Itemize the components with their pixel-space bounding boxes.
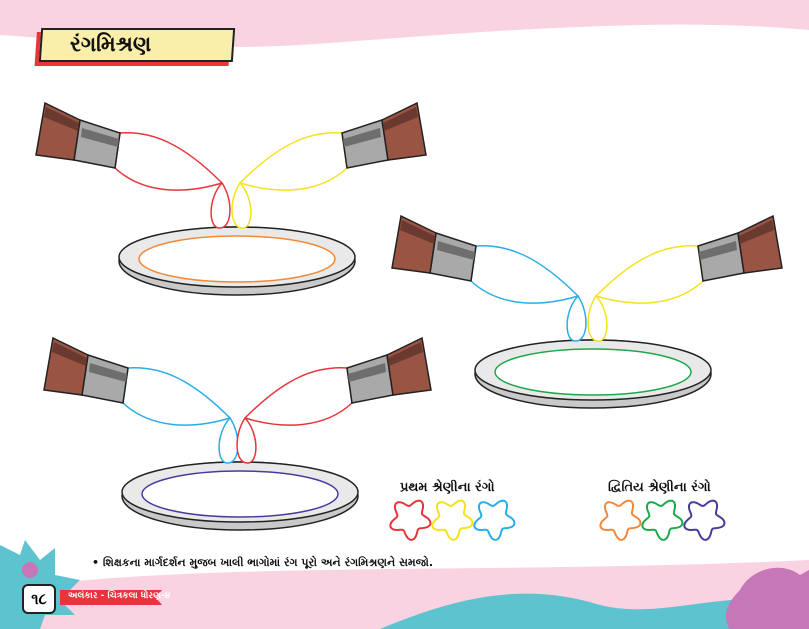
secondary-color-swatch[interactable]: [599, 499, 642, 541]
primary-colors-label: પ્રથમ શ્રેણીના રંગો: [400, 480, 495, 495]
mix-result-area[interactable]: [141, 470, 339, 518]
paint-drop: [587, 294, 608, 342]
paint-tube-right: [231, 101, 427, 229]
purple-splash-right: [725, 567, 809, 629]
plate: [474, 339, 712, 409]
paint-tube-right: [587, 214, 783, 342]
bottom-teal-wave: [380, 593, 809, 629]
page-title: રંગમિશ્રણ: [70, 32, 152, 56]
plate: [121, 461, 359, 531]
tube-cap: [386, 336, 432, 396]
tube-cap: [381, 101, 427, 161]
mix-result-area[interactable]: [138, 235, 336, 283]
paint-drop: [218, 416, 239, 464]
paint-tube-left: [43, 336, 239, 464]
paint-drop: [210, 181, 231, 229]
tube-cap: [737, 214, 783, 274]
mix-scene-3: [43, 336, 432, 531]
paint-tube-left: [391, 214, 587, 342]
tube-cap: [391, 214, 437, 274]
page-number: ૧૮: [22, 584, 56, 614]
mix-result-area[interactable]: [494, 348, 692, 396]
plate: [118, 226, 356, 296]
instruction-text: • શિક્ષકના માર્ગદર્શન મુજબ ખાલી ભાગોમાં …: [92, 556, 434, 569]
tube-cap: [35, 101, 81, 161]
primary-color-swatch[interactable]: [473, 499, 516, 541]
tube-cap: [43, 336, 89, 396]
paint-drop: [236, 416, 257, 464]
paint-tube-left: [35, 101, 231, 229]
paint-dot: [22, 562, 38, 578]
primary-color-swatch[interactable]: [389, 499, 432, 541]
secondary-color-swatch[interactable]: [683, 499, 726, 541]
paint-drop: [566, 294, 587, 342]
paint-drop: [231, 181, 252, 229]
paint-tube-right: [236, 336, 432, 464]
footer-book-title: અલંકાર - ચિત્રકલા ધોરણ-૪: [68, 591, 171, 601]
mix-scene-2: [391, 214, 783, 409]
footer-ribbon: [60, 590, 162, 605]
primary-color-swatch[interactable]: [431, 499, 474, 541]
mix-scene-1: [35, 101, 427, 296]
secondary-color-swatch[interactable]: [641, 499, 684, 541]
secondary-colors-label: દ્વિતિય શ્રેણીના રંગો: [608, 480, 711, 495]
